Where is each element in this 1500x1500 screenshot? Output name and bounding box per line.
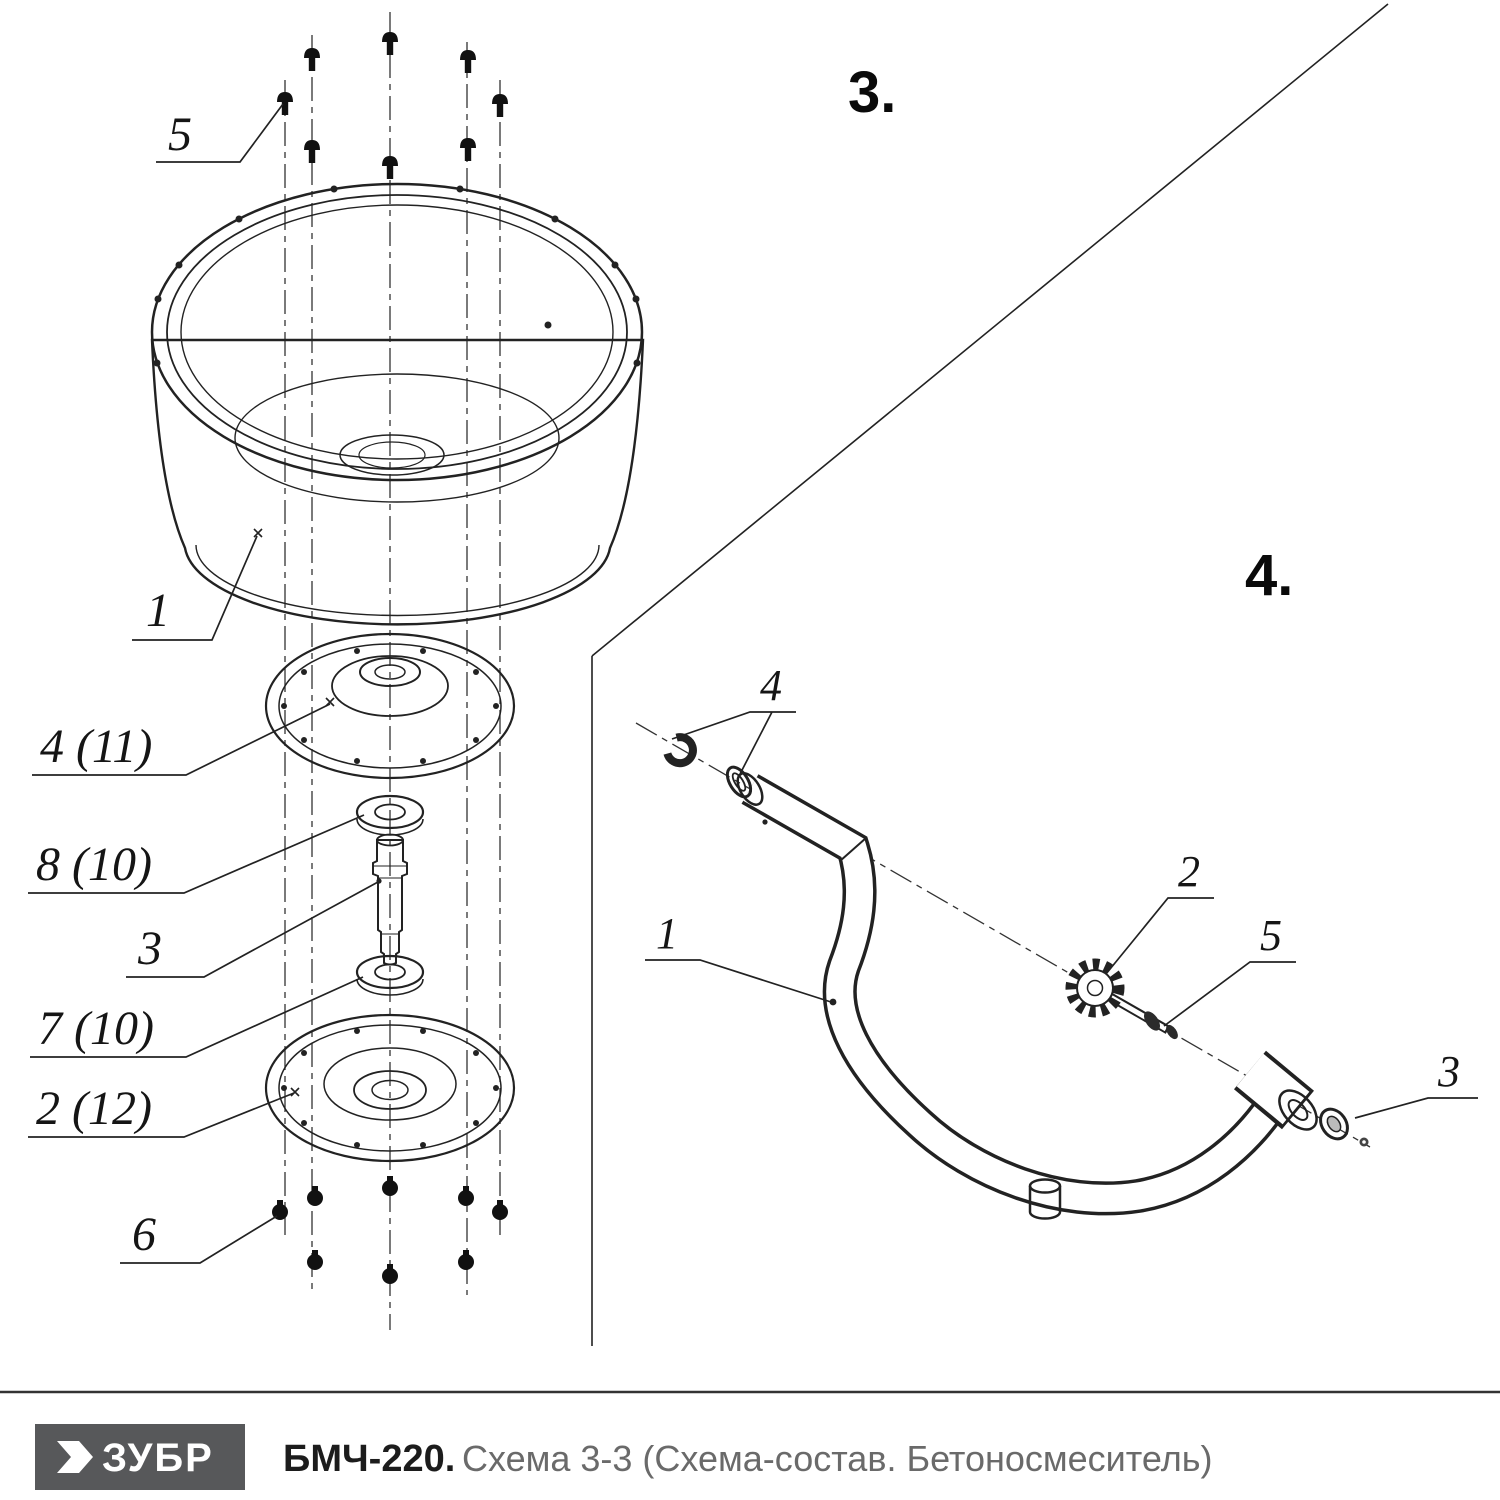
part-label-2: 2 <box>1178 847 1200 896</box>
scheme-description: Схема 3-3 (Схема-состав. Бетоносмеситель… <box>462 1438 1212 1479</box>
rim-bolt-holes <box>153 185 641 367</box>
callout-bearing-upper: 8 (10) <box>28 814 365 894</box>
zubr-arrow-icon <box>57 1441 93 1473</box>
footer: ЗУБР БМЧ-220. Схема 3-3 (Схема-состав. Б… <box>0 1390 1500 1490</box>
callout-bearing-lower: 7 (10) <box>30 976 364 1058</box>
callout-upper-flange: 4 (11) <box>32 703 331 776</box>
bushing-nut <box>1319 1107 1369 1147</box>
flange-bolt-holes <box>281 1028 499 1148</box>
callout-frame: 1 <box>645 909 832 1003</box>
part-label-8-10: 8 (10) <box>36 838 152 891</box>
fastener-bolts-top <box>277 32 508 179</box>
callout-lower-flange: 2 (12) <box>28 1082 295 1138</box>
callout-clamps: 4 <box>671 661 796 775</box>
part-label-5: 5 <box>168 108 192 161</box>
callout-bushing: 3 <box>1354 1047 1478 1119</box>
callout-gear: 2 <box>1105 847 1214 975</box>
brand-name: ЗУБР <box>102 1436 214 1480</box>
frame-tube <box>736 772 1318 1220</box>
zubr-logo <box>35 1424 245 1490</box>
diagram-3-drum-assembly: 5 1 4 (11) 8 (10) 3 7 (10) 2 (12) 6 <box>28 12 896 1330</box>
diagram-3-number: 3. <box>848 60 896 125</box>
callout-bolt-bottom: 6 <box>120 1208 278 1264</box>
lower-flange-disc <box>264 1013 516 1163</box>
part-label-5b: 5 <box>1260 911 1282 960</box>
shaft-washer <box>1144 1011 1160 1031</box>
diagram-4-number: 4. <box>1245 543 1293 608</box>
part-label-4-11: 4 (11) <box>40 720 152 773</box>
part-label-3b: 3 <box>1437 1047 1460 1096</box>
mixing-drum <box>150 182 645 626</box>
part-label-1b: 1 <box>656 909 678 958</box>
pinion-gear <box>1065 958 1178 1040</box>
callout-washer: 5 <box>1163 911 1296 1027</box>
callout-shaft: 3 <box>126 881 379 978</box>
center-axis-lines <box>284 12 501 1330</box>
section-divider <box>591 3 1389 1346</box>
callout-drum: 1 <box>132 535 258 641</box>
part-label-7-10: 7 (10) <box>38 1002 154 1055</box>
upper-flange-disc <box>264 632 516 780</box>
part-label-3: 3 <box>137 922 162 975</box>
part-label-2-12: 2 (12) <box>36 1082 152 1135</box>
clamp-ring <box>663 733 697 768</box>
end-ring <box>725 765 753 799</box>
callout-bolt-top: 5 <box>156 103 284 163</box>
flange-bolt-holes <box>281 648 499 764</box>
part-label-4: 4 <box>760 661 782 710</box>
diagram-4-frame-assembly: 4 2 5 1 3 4. <box>635 543 1478 1220</box>
part-label-1: 1 <box>146 584 170 637</box>
part-label-6: 6 <box>132 1208 156 1261</box>
shaft-nut <box>1166 1024 1178 1040</box>
model-name: БМЧ-220. <box>283 1438 455 1480</box>
